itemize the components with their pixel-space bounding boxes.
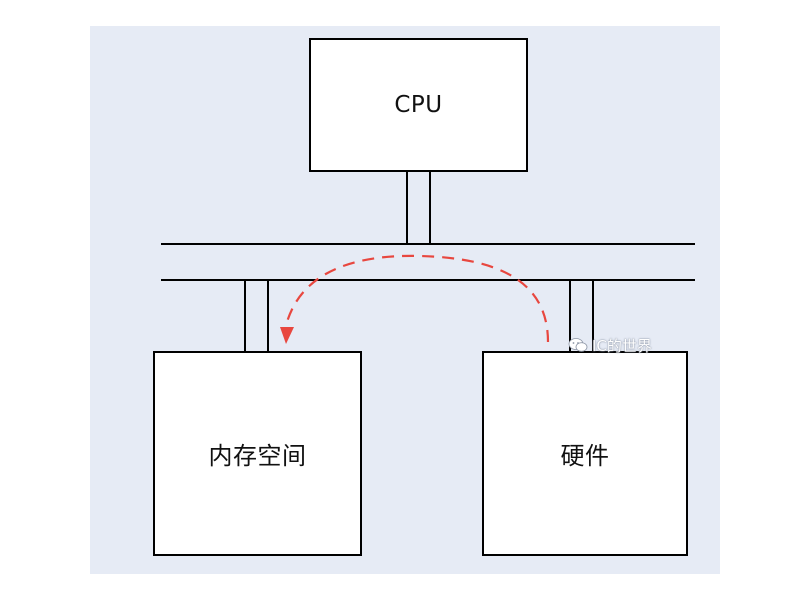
memory-space-box: 内存空间 bbox=[153, 351, 362, 556]
watermark-text: IC的世界 bbox=[592, 336, 652, 355]
cpu-box: CPU bbox=[309, 38, 528, 172]
cpu-bus-connector bbox=[406, 172, 431, 244]
arrow-head-icon bbox=[280, 327, 294, 344]
memory-bus-connector bbox=[244, 280, 269, 351]
wechat-icon bbox=[568, 338, 588, 352]
dashed-transfer-arrow bbox=[285, 254, 550, 343]
hardware-box: 硬件 bbox=[482, 351, 688, 556]
cpu-label: CPU bbox=[394, 92, 443, 118]
watermark: IC的世界 bbox=[568, 332, 652, 358]
hardware-label: 硬件 bbox=[560, 442, 610, 470]
memory-space-label: 内存空间 bbox=[208, 442, 307, 470]
hardware-bus-connector bbox=[569, 280, 594, 351]
